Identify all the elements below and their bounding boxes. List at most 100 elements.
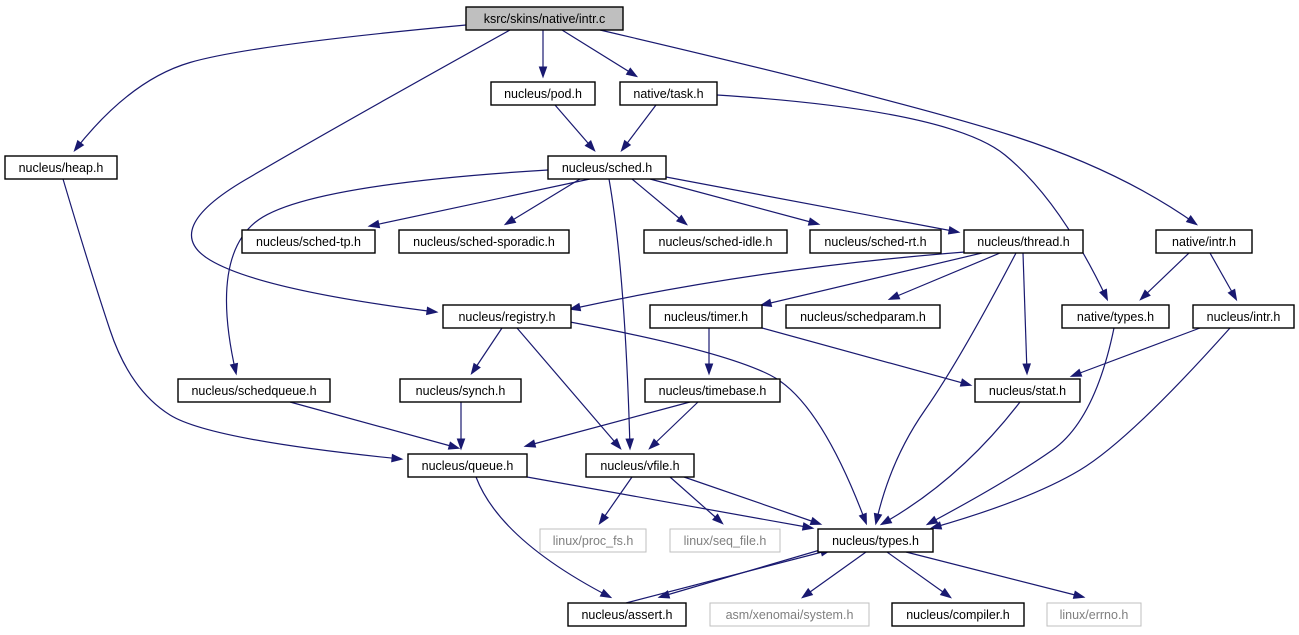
- edge-sched-to-schedtp: [367, 178, 591, 229]
- node-box: [1061, 304, 1170, 329]
- edge-nuintr-to-stat: [1069, 327, 1201, 377]
- edge-line: [225, 169, 549, 374]
- node-box: [649, 304, 763, 329]
- arrowhead: [447, 441, 461, 450]
- edge-line: [761, 252, 983, 306]
- edge-nintr-to-nuintr: [1209, 252, 1238, 302]
- edge-thread-to-registry: [568, 251, 966, 312]
- arrowhead: [873, 512, 883, 526]
- edge-line: [905, 551, 1084, 598]
- node-sched[interactable]: nucleus/sched.h: [547, 155, 667, 180]
- node-box: [891, 602, 1025, 627]
- node-compiler[interactable]: nucleus/compiler.h: [891, 602, 1025, 627]
- arrowhead: [367, 219, 381, 229]
- edge-thread-to-stat: [1022, 252, 1031, 376]
- arrowhead: [712, 513, 724, 525]
- arrowhead: [73, 139, 85, 152]
- edge-line: [631, 178, 687, 225]
- node-schedqueue[interactable]: nucleus/schedqueue.h: [177, 378, 331, 403]
- edge-synch-to-queue: [456, 402, 466, 451]
- edge-pod-to-sched: [554, 104, 596, 152]
- node-nuintr[interactable]: nucleus/intr.h: [1192, 304, 1295, 329]
- edge-timer-to-stat: [761, 327, 973, 387]
- node-queue[interactable]: nucleus/queue.h: [407, 453, 528, 478]
- node-label: nucleus/sched-idle.h: [659, 235, 773, 249]
- node-schedparam[interactable]: nucleus/schedparam.h: [785, 304, 941, 329]
- node-timebase[interactable]: nucleus/timebase.h: [644, 378, 781, 403]
- node-label: asm/xenomai/system.h: [726, 608, 854, 622]
- arrowhead: [598, 512, 609, 526]
- node-box: [669, 528, 781, 553]
- node-label: nucleus/schedqueue.h: [191, 384, 316, 398]
- node-label: ksrc/skins/native/intr.c: [484, 12, 606, 26]
- node-thread[interactable]: nucleus/thread.h: [963, 229, 1084, 254]
- node-procfs[interactable]: linux/proc_fs.h: [539, 528, 647, 553]
- node-root[interactable]: ksrc/skins/native/intr.c: [465, 6, 624, 31]
- node-box: [585, 453, 695, 478]
- arrowhead: [503, 215, 517, 226]
- node-pod[interactable]: nucleus/pod.h: [490, 81, 596, 106]
- edge-line: [1071, 327, 1201, 377]
- edge-line: [569, 321, 867, 524]
- edge-line: [802, 551, 867, 598]
- node-label: native/types.h: [1077, 310, 1154, 324]
- node-box: [407, 453, 528, 478]
- node-box: [4, 155, 118, 180]
- node-task[interactable]: native/task.h: [619, 81, 718, 106]
- arrowhead: [1099, 288, 1109, 302]
- arrowhead: [1139, 289, 1151, 301]
- arrowhead: [1022, 363, 1031, 376]
- node-schedtp[interactable]: nucleus/sched-tp.h: [241, 229, 376, 254]
- edge-ntypes-to-types: [925, 327, 1115, 526]
- node-synch[interactable]: nucleus/synch.h: [399, 378, 522, 403]
- node-seqfile[interactable]: linux/seq_file.h: [669, 528, 781, 553]
- arrowhead: [939, 587, 952, 599]
- node-heap[interactable]: nucleus/heap.h: [4, 155, 118, 180]
- edge-line: [649, 401, 699, 449]
- edge-sched-to-schedidle: [631, 178, 688, 226]
- node-schedsporadic[interactable]: nucleus/sched-sporadic.h: [398, 229, 570, 254]
- node-types[interactable]: nucleus/types.h: [817, 528, 934, 553]
- edge-nintr-to-ntypes: [1139, 252, 1190, 301]
- node-stat[interactable]: nucleus/stat.h: [974, 378, 1081, 403]
- node-label: nucleus/synch.h: [416, 384, 506, 398]
- arrowhead: [675, 214, 688, 226]
- node-schedrt[interactable]: nucleus/sched-rt.h: [809, 229, 942, 254]
- edge-queue-to-assert: [475, 476, 613, 599]
- node-box: [442, 304, 572, 329]
- node-timer[interactable]: nucleus/timer.h: [649, 304, 763, 329]
- arrowhead: [523, 439, 537, 448]
- node-box: [399, 378, 522, 403]
- node-box: [1046, 602, 1142, 627]
- node-label: nucleus/sched-tp.h: [256, 235, 361, 249]
- node-registry[interactable]: nucleus/registry.h: [442, 304, 572, 329]
- edge-root-to-nintr: [599, 29, 1199, 226]
- node-layer: ksrc/skins/native/intr.c nucleus/heap.h nu…: [4, 6, 1295, 627]
- node-ntypes[interactable]: native/types.h: [1061, 304, 1170, 329]
- edge-sched-to-schedrt: [649, 178, 821, 226]
- node-assert[interactable]: nucleus/assert.h: [567, 602, 687, 627]
- edge-line: [526, 476, 813, 529]
- arrowhead: [1185, 215, 1199, 226]
- node-label: nucleus/registry.h: [458, 310, 555, 324]
- edge-timebase-to-vfile: [648, 401, 699, 450]
- edge-sched-to-vfile: [608, 178, 634, 451]
- edge-line: [475, 476, 611, 598]
- node-nintr[interactable]: native/intr.h: [1155, 229, 1253, 254]
- edge-registry-to-synch: [470, 327, 503, 376]
- edge-line: [931, 327, 1231, 529]
- node-label: nucleus/heap.h: [19, 161, 104, 175]
- edge-line: [1140, 252, 1190, 300]
- node-errno[interactable]: linux/errno.h: [1046, 602, 1142, 627]
- node-box: [817, 528, 934, 553]
- node-label: nucleus/sched-sporadic.h: [413, 235, 555, 249]
- node-box: [963, 229, 1084, 254]
- node-system[interactable]: asm/xenomai/system.h: [709, 602, 870, 627]
- node-schedidle[interactable]: nucleus/sched-idle.h: [643, 229, 788, 254]
- node-vfile[interactable]: nucleus/vfile.h: [585, 453, 695, 478]
- edge-vfile-to-seqfile: [669, 476, 724, 525]
- edge-assert-to-types: [625, 548, 833, 604]
- arrowhead: [801, 587, 814, 599]
- edge-types-to-system: [801, 551, 867, 599]
